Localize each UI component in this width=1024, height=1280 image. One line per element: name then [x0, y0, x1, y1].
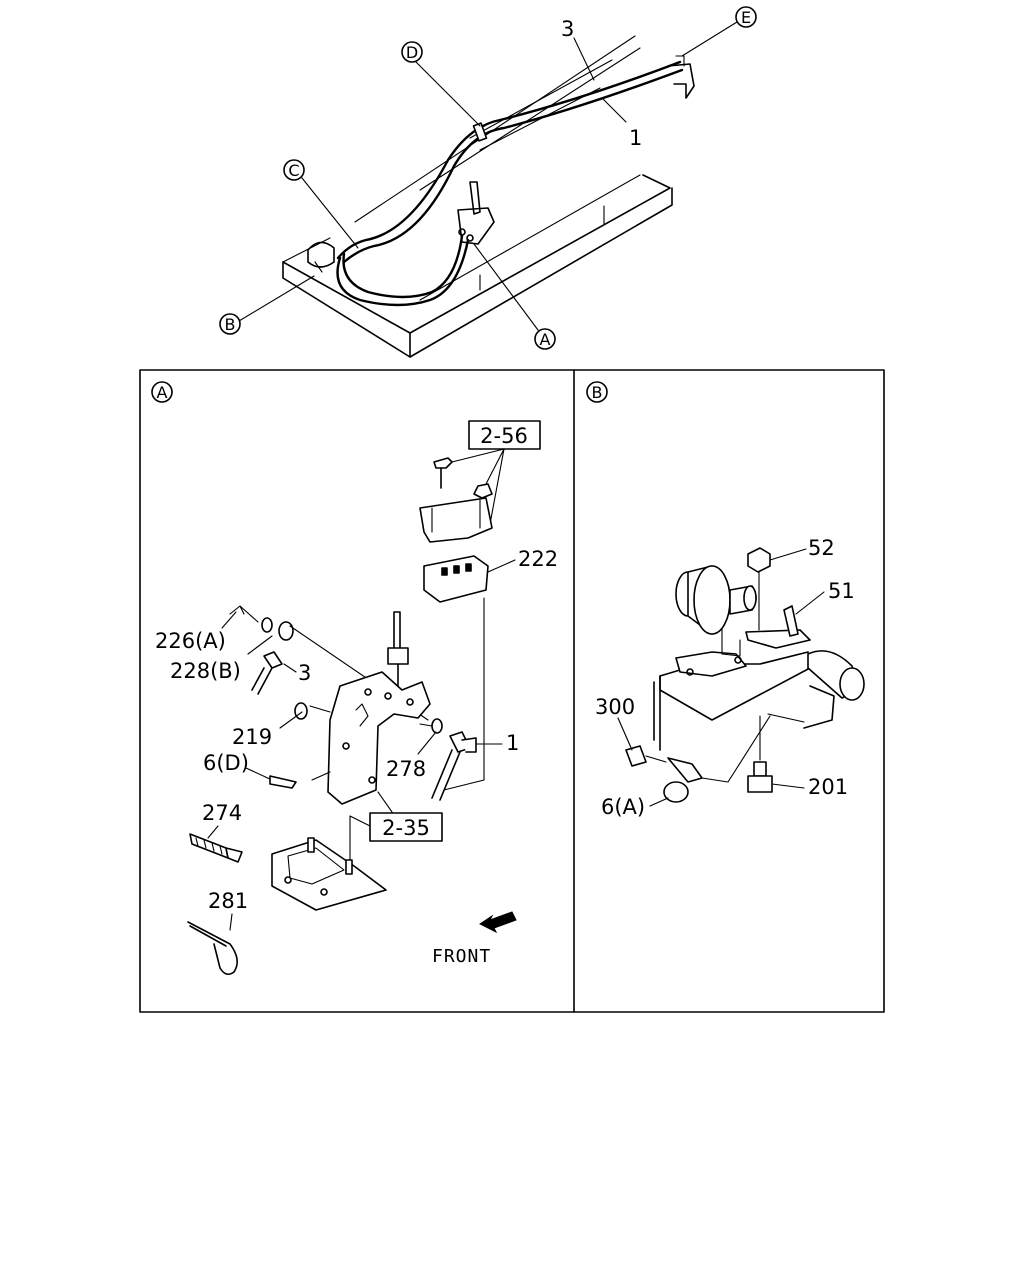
label-201: 201: [808, 775, 848, 799]
panel-b-letter: B: [592, 383, 603, 402]
ref-box-2-35: [369, 812, 443, 842]
panel-a: A 2-56 222 226(A): [151, 381, 558, 976]
callout-c: C: [288, 161, 299, 180]
clip-bracket: [667, 55, 695, 99]
support-bracket: [307, 241, 335, 273]
ref-2-35: 2-35: [382, 816, 430, 840]
overview-illustration: [282, 35, 695, 358]
callout-b: B: [225, 315, 236, 334]
label-1: 1: [629, 126, 642, 150]
tie-strap-281: [187, 921, 238, 976]
label-219: 219: [232, 725, 272, 749]
cable-3-end: [251, 651, 283, 695]
label-278: 278: [386, 757, 426, 781]
label-52: 52: [808, 536, 835, 560]
label-281: 281: [208, 889, 248, 913]
pivot-housing: [653, 565, 865, 751]
label-226a: 226(A): [155, 629, 226, 653]
ref-box-2-56: [468, 420, 541, 450]
cable-1-end: [431, 731, 477, 801]
insulator-222: [423, 555, 489, 603]
label-300: 300: [595, 695, 635, 719]
label-3: 3: [561, 17, 574, 41]
shift-lever-detail: [387, 611, 409, 691]
bracket-51: [745, 605, 811, 649]
front-arrow: [479, 911, 517, 934]
callout-e: E: [741, 8, 751, 27]
frame-rail: [282, 35, 673, 358]
label-228b: 228(B): [170, 659, 241, 683]
front-label: FRONT: [432, 946, 491, 967]
detail-frame: [139, 369, 885, 1013]
label-51: 51: [828, 579, 855, 603]
lever-housing: [311, 671, 431, 805]
shift-lever: [457, 181, 495, 245]
panel-b: B 51 52: [586, 381, 865, 819]
label-6d: 6(D): [203, 751, 249, 775]
panel-a-letter: A: [157, 383, 168, 402]
label-6a: 6(A): [601, 795, 645, 819]
label-222: 222: [518, 547, 558, 571]
cable-assembly: [336, 60, 684, 307]
callout-a: A: [540, 330, 551, 349]
callout-d: D: [406, 43, 418, 62]
label-3a: 3: [298, 661, 311, 685]
upper-bracket: [419, 457, 493, 543]
base-plate: [271, 837, 387, 911]
ref-2-56: 2-56: [480, 424, 528, 448]
connector-274: [189, 833, 243, 863]
overview-callouts: D C B A E 3 1: [219, 6, 757, 350]
label-274: 274: [202, 801, 242, 825]
label-1a: 1: [506, 731, 519, 755]
